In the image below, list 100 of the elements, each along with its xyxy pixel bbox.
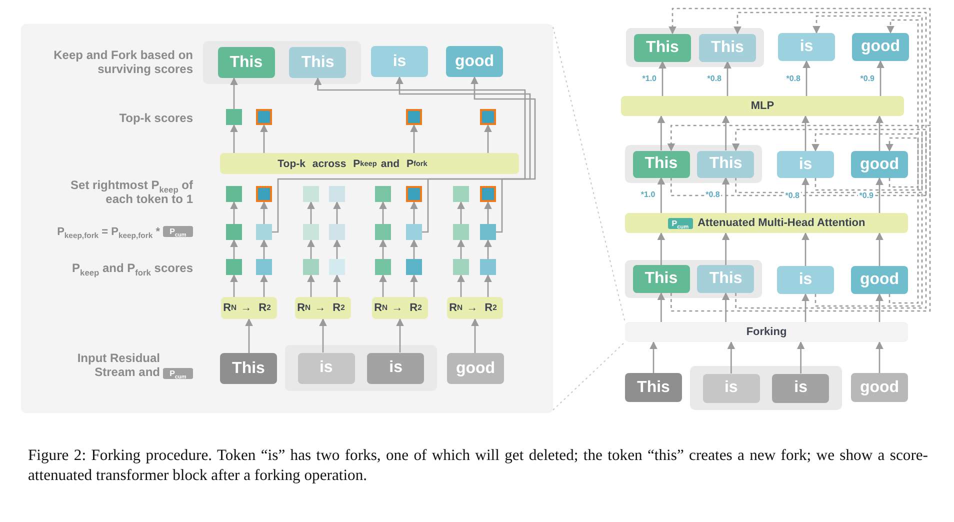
arrow xyxy=(457,239,465,259)
row-label: P$_{keep}$ and P$_{fork}$ scores xyxy=(71,261,193,275)
arrow xyxy=(876,60,884,96)
edge-label: *0.9 xyxy=(859,74,876,84)
arrow xyxy=(802,115,810,151)
token-group-background xyxy=(625,145,762,183)
token-box: good xyxy=(851,266,908,294)
token-group-background xyxy=(690,366,842,410)
arrow xyxy=(471,318,479,353)
token-box: is xyxy=(298,352,355,384)
edge-label: *0.8 xyxy=(706,74,722,84)
layer-bar: Forking xyxy=(625,322,908,342)
dashed-arrow xyxy=(668,8,931,196)
token-box: is xyxy=(778,33,835,61)
arrow xyxy=(260,274,268,297)
score-square xyxy=(226,224,242,240)
score-square xyxy=(329,224,345,240)
token-group-background xyxy=(626,28,764,67)
edge-label: *0.8 xyxy=(784,190,800,200)
arrow xyxy=(307,239,315,259)
connector-arrow xyxy=(396,76,531,233)
p-cum-tag: P$_{cum}$ xyxy=(668,218,693,228)
arrow xyxy=(410,201,418,224)
score-square xyxy=(406,186,422,202)
token-box: This xyxy=(289,47,346,78)
arrow xyxy=(484,124,492,153)
score-square xyxy=(375,224,391,240)
arrow xyxy=(307,274,315,297)
arrow xyxy=(396,318,404,352)
arrow xyxy=(484,239,492,259)
row-label: Set rightmost P$_{keep}$ of each token to 1 xyxy=(70,178,193,206)
arrow xyxy=(657,176,666,213)
token-box: This xyxy=(218,47,275,78)
token-group-background xyxy=(203,41,361,84)
score-square xyxy=(256,259,272,275)
arrow xyxy=(333,274,341,297)
edge-label: *0.9 xyxy=(858,190,874,200)
arrow xyxy=(379,274,387,297)
arrow xyxy=(657,115,666,150)
arrow xyxy=(876,293,884,322)
connector-arrow xyxy=(470,76,536,233)
arrow xyxy=(319,318,327,352)
arrow xyxy=(722,292,730,322)
arrow xyxy=(658,60,666,96)
edge-label: *1.0 xyxy=(640,190,656,200)
arrow xyxy=(333,239,341,259)
row-label: Input Residual Stream and xyxy=(76,351,160,379)
arrow xyxy=(484,201,492,224)
arrow xyxy=(307,201,315,224)
arrow xyxy=(802,60,810,96)
score-square xyxy=(329,186,345,202)
token-box: good xyxy=(851,373,908,402)
layer-bar: MLP xyxy=(621,96,904,116)
score-square xyxy=(453,224,469,240)
score-square xyxy=(256,186,272,202)
score-square xyxy=(453,186,469,202)
score-square xyxy=(480,259,496,275)
arrow xyxy=(722,232,730,265)
row-label: Keep and Fork based on surviving scores xyxy=(52,48,193,76)
token-box: is xyxy=(371,46,428,77)
score-square xyxy=(303,186,319,202)
dashed-arrow xyxy=(812,15,923,191)
token-box: This xyxy=(625,373,682,402)
dashed-arrow xyxy=(812,133,923,307)
edge-label: *1.0 xyxy=(641,74,658,84)
score-square xyxy=(406,259,422,275)
arrow xyxy=(230,274,238,297)
arrow xyxy=(260,239,268,259)
score-square xyxy=(256,109,272,125)
arrow xyxy=(457,201,465,224)
dashed-arrow xyxy=(886,19,919,188)
token-box: is xyxy=(702,374,760,402)
token-box: This xyxy=(697,265,754,293)
p-cum-tag: P$_{cum}$ xyxy=(163,226,193,237)
score-square xyxy=(226,109,242,125)
dashed-arrow xyxy=(667,124,931,312)
arrow xyxy=(876,115,884,151)
token-box: This xyxy=(699,34,756,62)
token-box: This xyxy=(220,353,277,384)
arrow xyxy=(230,124,238,153)
arrow xyxy=(796,341,805,374)
token-box: good xyxy=(446,46,503,77)
arrow xyxy=(876,177,884,213)
token-box: This xyxy=(632,150,690,178)
score-square xyxy=(375,259,391,275)
arrow xyxy=(260,201,268,224)
dashed-arrow xyxy=(734,12,927,194)
arrow xyxy=(802,293,810,322)
token-box: good xyxy=(852,33,909,61)
arrow xyxy=(724,60,732,96)
score-square xyxy=(453,259,469,275)
arrow xyxy=(379,201,387,224)
score-square xyxy=(375,186,391,202)
token-box: good xyxy=(447,353,504,384)
arrow xyxy=(457,274,465,297)
score-square xyxy=(406,109,422,125)
score-square xyxy=(329,259,345,275)
score-square xyxy=(226,186,242,202)
arrow xyxy=(657,292,666,322)
row-label: P$_{keep,fork}$ = P$_{keep,fork}$ * xyxy=(56,225,160,239)
